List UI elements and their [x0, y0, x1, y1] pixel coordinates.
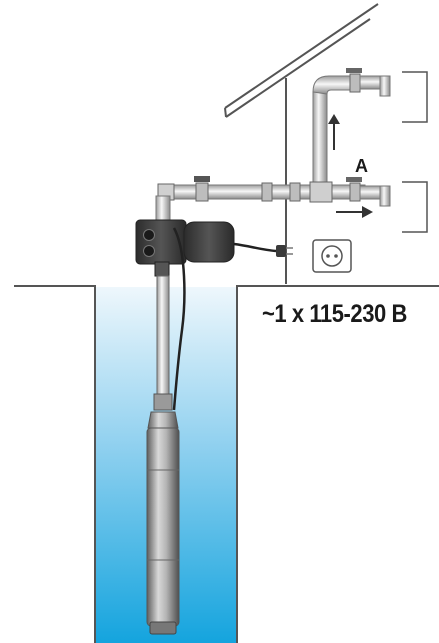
main-pipe: [155, 176, 391, 225]
riser-pipe: [312, 68, 391, 189]
pressure-controller: [135, 219, 235, 277]
arrow-icon: [328, 114, 373, 218]
pump-cable: [172, 227, 186, 411]
tap-fixture-lower: [402, 181, 428, 233]
socket-icon: [312, 239, 352, 273]
ground-line: [14, 285, 439, 643]
power-cable: [233, 242, 277, 253]
submersible-pump: [146, 393, 180, 635]
outlet-label: A: [355, 156, 368, 176]
tap-fixture-upper: [402, 71, 428, 123]
voltage-label: ~1 x 115-230 B: [262, 300, 407, 328]
drop-pipe: [156, 275, 170, 397]
roof: [224, 3, 379, 118]
plug-icon: [276, 245, 293, 257]
